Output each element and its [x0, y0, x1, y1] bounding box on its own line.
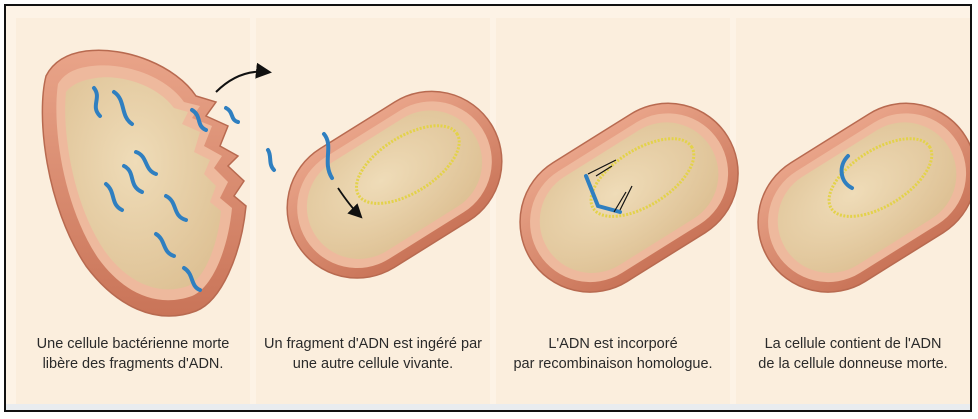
caption-step-2-line-2: une autre cellule vivante.	[256, 354, 490, 374]
recipient-cell-2	[494, 77, 765, 319]
release-arrow	[216, 72, 268, 92]
caption-step-4-line-2: de la cellule donneuse morte.	[736, 354, 970, 374]
dead-cell	[42, 50, 246, 316]
caption-step-1: Une cellule bactérienne morte libère des…	[16, 334, 250, 374]
caption-step-1-line-2: libère des fragments d'ADN.	[16, 354, 250, 374]
bottom-strip	[6, 404, 970, 410]
caption-step-4-line-1: La cellule contient de l'ADN	[736, 334, 970, 354]
caption-step-4: La cellule contient de l'ADN de la cellu…	[736, 334, 970, 374]
caption-step-3-line-2: par recombinaison homologue.	[496, 354, 730, 374]
recipient-cell-1	[261, 65, 529, 305]
diagram-frame: Une cellule bactérienne morte libère des…	[4, 4, 972, 412]
caption-step-2: Un fragment d'ADN est ingéré par une aut…	[256, 334, 490, 374]
caption-step-3: L'ADN est incorporé par recombinaison ho…	[496, 334, 730, 374]
caption-step-2-line-1: Un fragment d'ADN est ingéré par	[256, 334, 490, 354]
transformed-cell	[732, 77, 970, 319]
caption-step-1-line-1: Une cellule bactérienne morte	[16, 334, 250, 354]
caption-step-3-line-1: L'ADN est incorporé	[496, 334, 730, 354]
